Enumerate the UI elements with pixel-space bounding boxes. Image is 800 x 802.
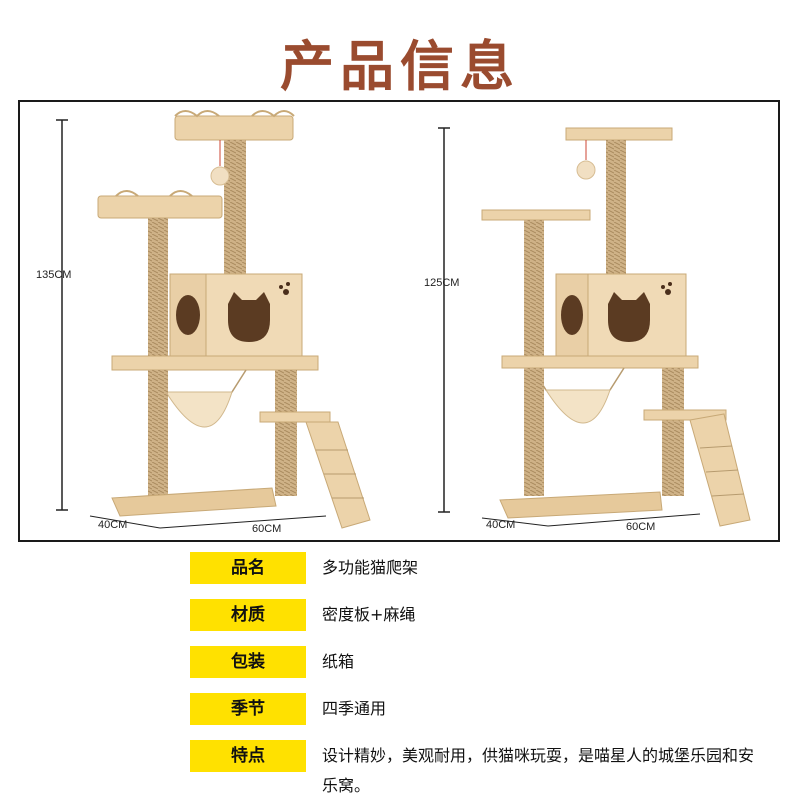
depth-label-right: 40CM — [486, 519, 515, 531]
depth-label-left: 40CM — [98, 519, 127, 531]
cat-tree-short: 125CM — [424, 127, 751, 533]
cat-tree-illustration: 135CM — [36, 110, 751, 535]
spec-label: 特点 — [190, 740, 306, 772]
spec-value: 设计精妙，美观耐用，供猫咪玩耍，是喵星人的城堡乐园和安乐窝。 — [322, 746, 755, 795]
width-label-right: 60CM — [626, 521, 655, 533]
spec-label: 材质 — [190, 599, 306, 631]
spec-label: 品名 — [190, 552, 306, 584]
spec-value: 多功能猫爬架 — [322, 558, 419, 577]
spec-value: 密度板+麻绳 — [322, 605, 416, 624]
spec-label: 包装 — [190, 646, 306, 678]
width-label-left: 60CM — [252, 523, 281, 535]
height-label-right: 125CM — [424, 277, 459, 289]
product-image-frame: 135CM — [18, 100, 780, 542]
height-label-left: 135CM — [36, 269, 71, 281]
cat-tree-tall: 135CM — [36, 110, 371, 535]
page-title: 产品信息 — [280, 35, 520, 98]
spec-value: 四季通用 — [322, 699, 387, 718]
spec-label: 季节 — [190, 693, 306, 725]
spec-value: 纸箱 — [322, 652, 355, 671]
